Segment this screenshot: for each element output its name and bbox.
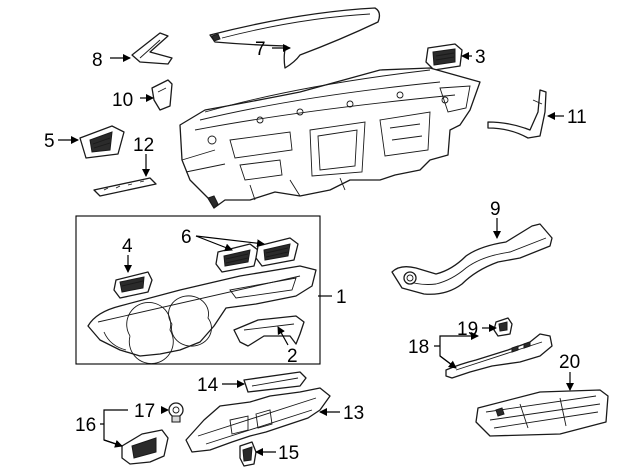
assembly-group-box (75, 215, 321, 365)
callout-15: 15 (278, 443, 299, 464)
leader-6b (195, 235, 265, 248)
center-vent-6b-part (255, 237, 299, 267)
callout-4: 4 (122, 236, 133, 257)
side-vent-5-part (79, 125, 125, 159)
leader-18b (439, 355, 457, 369)
callout-1: 1 (336, 287, 347, 308)
callout-14: 14 (197, 375, 219, 396)
callout-20: 20 (559, 352, 580, 373)
callout-12: 12 (133, 135, 154, 156)
trim-bracket-8-part (131, 32, 173, 65)
bracket-11-part (487, 89, 547, 139)
callout-19: 19 (457, 319, 478, 340)
callout-3: 3 (475, 47, 486, 68)
trim-strip-12-part (93, 177, 157, 197)
callout-16: 16 (75, 415, 96, 436)
center-vent-6a-part (215, 243, 259, 273)
callout-13: 13 (343, 403, 364, 424)
instrument-panel-frame-part (179, 67, 481, 209)
leader-2 (277, 326, 289, 346)
callout-10: 10 (112, 90, 133, 111)
callout-18: 18 (408, 337, 429, 358)
vent-4-part (113, 271, 153, 299)
cluster-panel-1-part (87, 265, 317, 364)
strip-14-part (243, 371, 307, 393)
vent-3-part (425, 43, 463, 71)
callout-17: 17 (134, 401, 155, 422)
callout-6: 6 (181, 227, 192, 248)
leader-6a (195, 235, 233, 252)
callout-5: 5 (44, 131, 55, 152)
leader-16a (103, 439, 123, 448)
callout-7: 7 (255, 39, 266, 60)
clip-10-part (151, 79, 173, 111)
switch-panel-16-part (121, 429, 169, 465)
callout-2: 2 (287, 346, 298, 367)
tray-20-part (475, 389, 609, 437)
lower-trim-9-part (391, 223, 553, 295)
leader-lines (58, 44, 574, 456)
callout-8: 8 (92, 50, 103, 71)
upper-dash-cover-part (209, 7, 381, 69)
clip-19-part (493, 317, 513, 337)
leader-18 (434, 335, 460, 369)
callout-11: 11 (567, 107, 587, 128)
callout-labels: 7 8 3 10 11 5 12 9 6 4 1 2 19 18 20 14 1… (44, 39, 587, 464)
knee-panel-13-part (185, 387, 331, 453)
callout-9: 9 (490, 199, 501, 220)
trim-2-part (233, 315, 305, 347)
knob-17-part (168, 402, 184, 423)
clip-15-part (239, 441, 257, 467)
trim-18-part (445, 333, 553, 379)
